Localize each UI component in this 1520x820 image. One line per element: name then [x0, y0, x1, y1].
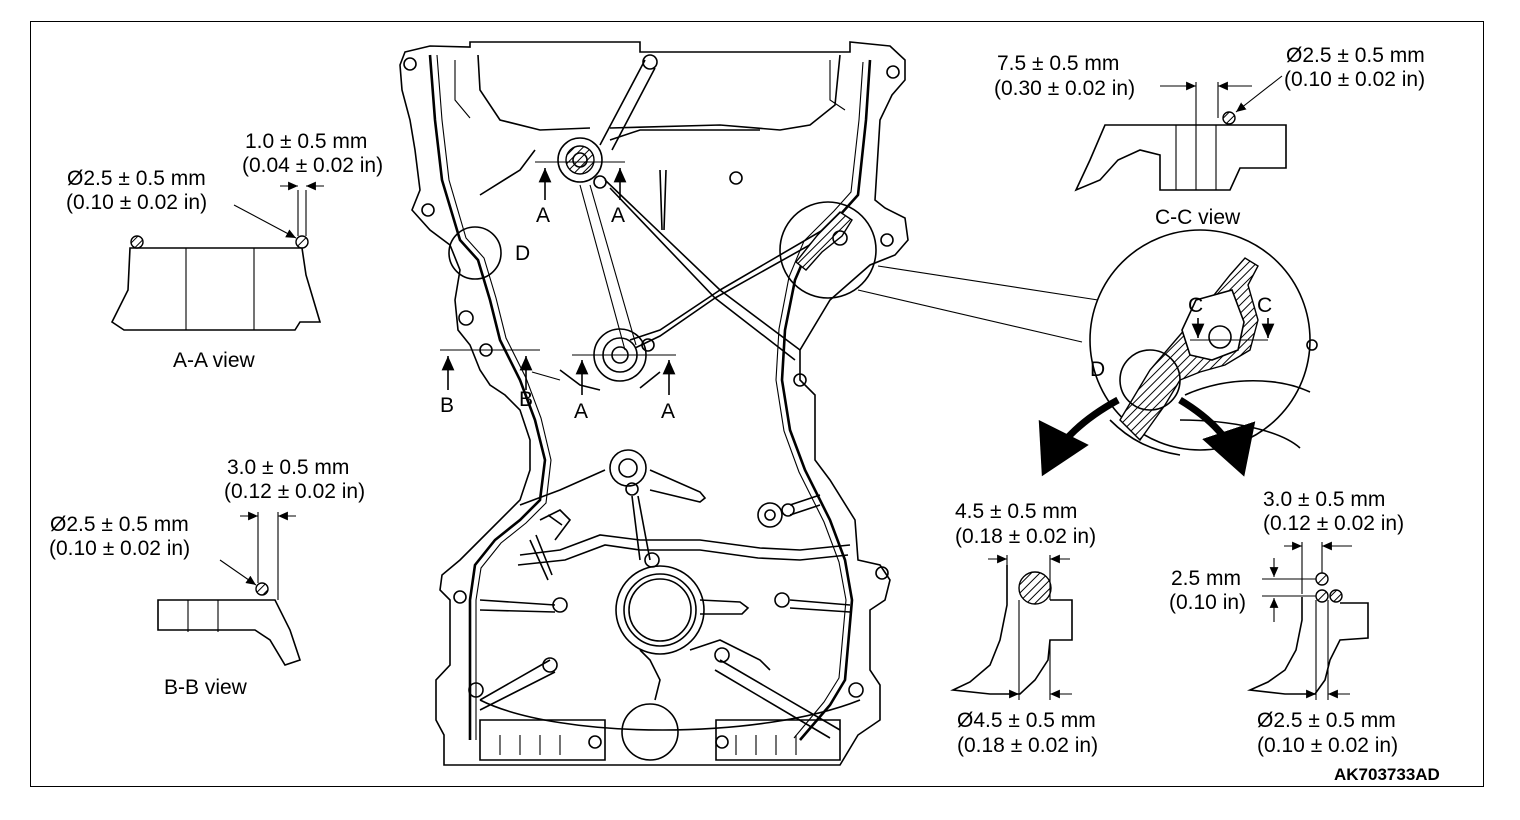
d-detail-right: 3.0 ± 0.5 mm (0.12 ± 0.02 in) 2.5 mm (0.…	[1169, 488, 1404, 757]
aa-dia-mm: Ø2.5 ± 0.5 mm	[67, 167, 206, 190]
bb-gap-in: (0.12 ± 0.02 in)	[224, 480, 365, 503]
dl-dia-in: (0.18 ± 0.02 in)	[957, 734, 1098, 757]
dr-dia-mm: Ø2.5 ± 0.5 mm	[1257, 709, 1396, 732]
label-c1: C	[1188, 294, 1203, 317]
dr-gap-mm: 3.0 ± 0.5 mm	[1263, 488, 1385, 511]
aa-gap-in: (0.04 ± 0.02 in)	[242, 154, 383, 177]
d-detail-left: 4.5 ± 0.5 mm (0.18 ± 0.02 in) Ø4.5 ± 0.5…	[950, 500, 1098, 757]
aa-view-title: A-A view	[173, 349, 256, 372]
dr-offset-mm: 2.5 mm	[1171, 567, 1241, 590]
detail-d-magnified: C C D	[857, 229, 1318, 477]
dr-dia-in: (0.10 ± 0.02 in)	[1257, 734, 1398, 757]
label-b2: B	[519, 388, 533, 411]
aa-view: 1.0 ± 0.5 mm (0.04 ± 0.02 in) Ø2.5 ± 0.5…	[66, 130, 383, 372]
bb-view: 3.0 ± 0.5 mm (0.12 ± 0.02 in) Ø2.5 ± 0.5…	[49, 456, 365, 699]
bb-gap-mm: 3.0 ± 0.5 mm	[227, 456, 349, 479]
label-c2: C	[1257, 294, 1272, 317]
cc-dia-in: (0.10 ± 0.02 in)	[1284, 68, 1425, 91]
dl-width-mm: 4.5 ± 0.5 mm	[955, 500, 1077, 523]
cc-gap-in: (0.30 ± 0.02 in)	[994, 77, 1135, 100]
figure-id: AK703733AD	[1334, 765, 1440, 784]
aa-dia-in: (0.10 ± 0.02 in)	[66, 191, 207, 214]
cc-view-title: C-C view	[1155, 206, 1241, 229]
dr-gap-in: (0.12 ± 0.02 in)	[1263, 512, 1404, 535]
cc-view: 7.5 ± 0.5 mm (0.30 ± 0.02 in) Ø2.5 ± 0.5…	[994, 44, 1425, 229]
figure-frame	[30, 21, 1484, 787]
label-a1: A	[536, 204, 550, 227]
cc-dia-mm: Ø2.5 ± 0.5 mm	[1286, 44, 1425, 67]
label-a3: A	[574, 400, 588, 423]
cc-gap-mm: 7.5 ± 0.5 mm	[997, 52, 1119, 75]
label-d-case: D	[515, 242, 530, 265]
dl-width-in: (0.18 ± 0.02 in)	[955, 525, 1096, 548]
bb-view-title: B-B view	[164, 676, 248, 699]
label-a4: A	[661, 400, 675, 423]
label-d-detail: D	[1090, 358, 1105, 381]
label-a2: A	[611, 204, 625, 227]
bb-dia-in: (0.10 ± 0.02 in)	[49, 537, 190, 560]
label-b1: B	[440, 394, 454, 417]
dl-dia-mm: Ø4.5 ± 0.5 mm	[957, 709, 1096, 732]
bb-dia-mm: Ø2.5 ± 0.5 mm	[50, 513, 189, 536]
dr-offset-in: (0.10 in)	[1169, 591, 1246, 614]
aa-gap-mm: 1.0 ± 0.5 mm	[245, 130, 367, 153]
timing-chain-case	[399, 41, 909, 766]
section-markers: A A A A B B D	[440, 161, 877, 423]
